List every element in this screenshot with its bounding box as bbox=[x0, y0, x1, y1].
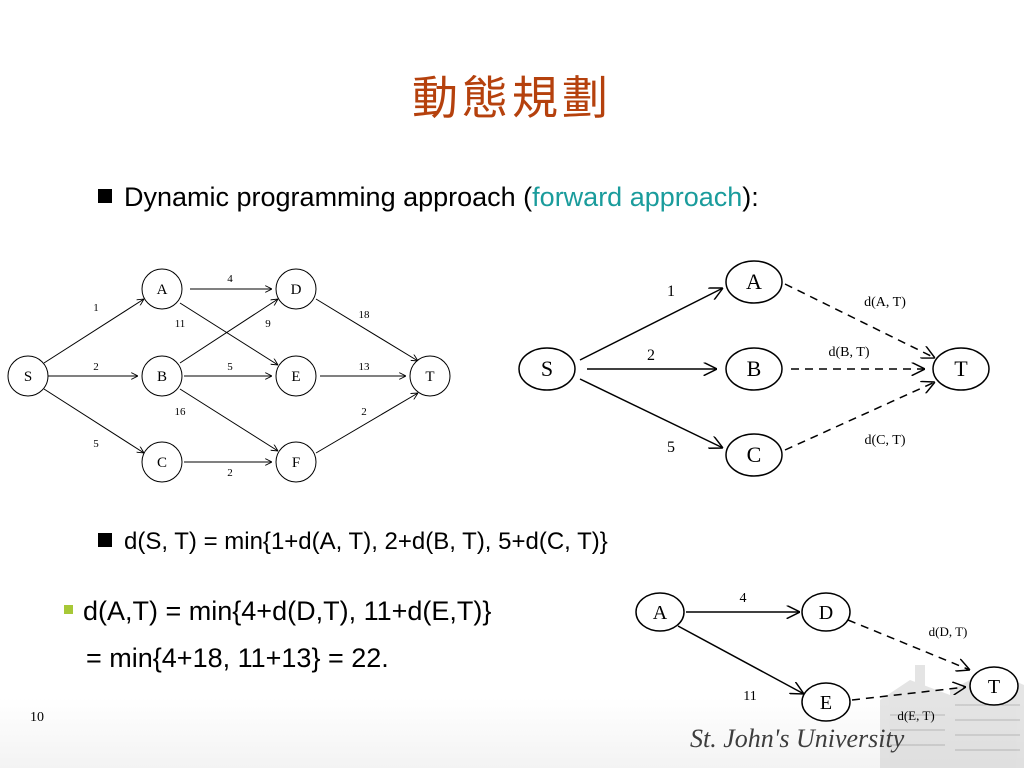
edge-weight-B-E: 5 bbox=[227, 361, 233, 373]
bullet-dst-text: d(S, T) = min{1+d(A, T), 2+d(B, T), 5+d(… bbox=[124, 528, 608, 555]
edge-S-A bbox=[579, 288, 723, 361]
node-S bbox=[518, 347, 576, 391]
edge-A-E bbox=[677, 625, 804, 694]
edge-label-B-T: d(B, T) bbox=[829, 345, 870, 360]
edge-D-T bbox=[847, 619, 970, 670]
node-label-T: T bbox=[954, 356, 968, 381]
edge-B-D bbox=[179, 299, 278, 364]
edge-S-C bbox=[43, 388, 144, 453]
node-E bbox=[275, 355, 317, 397]
bullet-forward-approach: Dynamic programming approach (forward ap… bbox=[98, 182, 759, 213]
edge-weight-F-T: 2 bbox=[361, 406, 367, 418]
edge-weight-S-C: 5 bbox=[667, 439, 675, 456]
edge-weight-S-B: 2 bbox=[93, 361, 99, 373]
node-C bbox=[725, 433, 783, 477]
bullet-dat-result: = min{4+18, 11+13} = 22. bbox=[86, 643, 389, 674]
node-label-E: E bbox=[820, 692, 832, 714]
node-F bbox=[275, 441, 317, 483]
node-label-T: T bbox=[988, 676, 1000, 698]
bullet-text-prefix: Dynamic programming approach ( bbox=[124, 182, 533, 212]
edge-label-A-T: d(A, T) bbox=[864, 295, 906, 310]
node-label-S: S bbox=[24, 369, 32, 385]
bullet-dat-line1: d(A,T) = min{4+d(D,T), 11+d(E,T)} bbox=[83, 596, 492, 626]
node-C bbox=[141, 441, 183, 483]
edge-weight-A-E: 11 bbox=[743, 689, 756, 704]
node-label-B: B bbox=[157, 369, 167, 385]
bullet-highlight: forward approach bbox=[532, 182, 743, 212]
node-label-B: B bbox=[747, 356, 762, 381]
node-label-S: S bbox=[541, 356, 553, 381]
node-label-C: C bbox=[157, 455, 167, 471]
node-label-E: E bbox=[291, 369, 300, 385]
node-T bbox=[409, 355, 451, 397]
subproblem-graph: A D E T 4 11 d(D, T) d(E, T) bbox=[635, 591, 1019, 723]
edge-label-D-T: d(D, T) bbox=[929, 624, 968, 639]
node-label-C: C bbox=[747, 442, 762, 467]
edge-weight-S-B: 2 bbox=[647, 347, 655, 364]
node-A bbox=[141, 268, 183, 310]
slide-title: 動態規劃 bbox=[412, 71, 612, 125]
bullet-dat-formula: d(A,T) = min{4+d(D,T), 11+d(E,T)} bbox=[64, 596, 491, 627]
bullet-text-suffix: ): bbox=[742, 182, 759, 212]
edge-B-F bbox=[179, 388, 278, 451]
edge-weight-S-C: 5 bbox=[93, 438, 99, 450]
bullet-square-icon bbox=[98, 532, 112, 547]
university-logo-text: St. John's University bbox=[690, 724, 905, 753]
bullet-green-square-icon bbox=[64, 605, 73, 615]
node-D bbox=[801, 592, 851, 632]
edge-weight-D-T: 18 bbox=[359, 309, 371, 321]
node-label-D: D bbox=[291, 282, 302, 298]
node-label-A: A bbox=[746, 269, 762, 294]
node-T bbox=[969, 666, 1019, 706]
forward-stage-graph: S A B C T 1 2 5 d(A, T) d(B, T) d(C, T) bbox=[518, 260, 990, 477]
edge-weight-A-E: 11 bbox=[175, 318, 186, 330]
bullet-dat-line2: = min{4+18, 11+13} = 22. bbox=[86, 643, 389, 673]
edge-label-E-T: d(E, T) bbox=[897, 708, 934, 723]
edge-S-A bbox=[43, 299, 144, 364]
page-number: 10 bbox=[30, 710, 44, 725]
node-E bbox=[801, 682, 851, 722]
bullet-dst-formula: d(S, T) = min{1+d(A, T), 2+d(B, T), 5+d(… bbox=[98, 528, 608, 556]
edge-E-T bbox=[851, 687, 966, 701]
node-label-F: F bbox=[292, 455, 300, 471]
node-S bbox=[7, 355, 49, 397]
multistage-graph: S A B C D E F T 1 2 5 4 11 9 5 16 2 18 1… bbox=[7, 268, 451, 483]
edge-weight-S-A: 1 bbox=[93, 302, 99, 314]
edge-A-E bbox=[179, 302, 278, 365]
footer-band bbox=[0, 698, 1024, 768]
node-label-D: D bbox=[819, 602, 833, 624]
edge-F-T bbox=[315, 393, 418, 454]
edge-C-T bbox=[784, 382, 935, 451]
bullet-square-icon bbox=[98, 188, 112, 203]
node-label-A: A bbox=[653, 602, 668, 624]
edge-weight-A-D: 4 bbox=[740, 591, 747, 606]
edge-label-C-T: d(C, T) bbox=[865, 433, 906, 448]
node-A bbox=[725, 260, 783, 304]
edge-weight-S-A: 1 bbox=[667, 283, 675, 300]
node-T bbox=[932, 347, 990, 391]
node-label-T: T bbox=[425, 369, 434, 385]
edge-D-T bbox=[315, 298, 418, 361]
edge-weight-B-F: 16 bbox=[175, 406, 187, 418]
node-D bbox=[275, 268, 317, 310]
node-label-A: A bbox=[157, 282, 168, 298]
node-B bbox=[141, 355, 183, 397]
edge-S-C bbox=[579, 378, 723, 448]
edge-weight-C-F: 2 bbox=[227, 467, 233, 479]
node-A bbox=[635, 592, 685, 632]
edge-weight-E-T: 13 bbox=[359, 361, 371, 373]
node-B bbox=[725, 347, 783, 391]
edge-weight-A-D: 4 bbox=[227, 273, 233, 285]
edge-weight-B-D: 9 bbox=[265, 318, 271, 330]
